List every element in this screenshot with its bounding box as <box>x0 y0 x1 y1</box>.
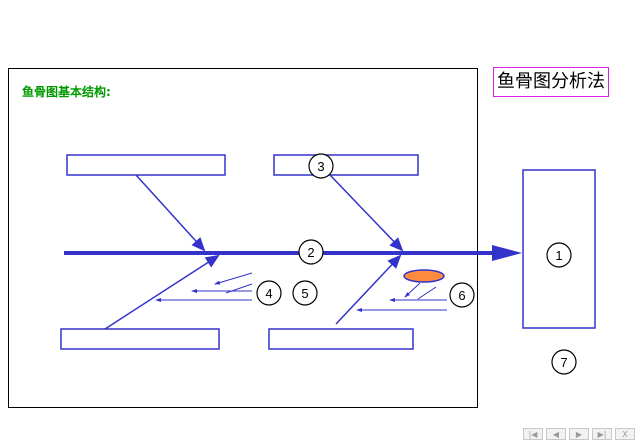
label-7-text: 7 <box>560 355 567 370</box>
highlight-oval <box>403 269 445 283</box>
last-slide-icon[interactable]: ▶| <box>592 428 612 440</box>
label-6-text: 6 <box>458 288 465 303</box>
diagram-subtitle: 鱼骨图基本结构: <box>22 85 111 99</box>
label-circle-7: 7 <box>551 349 577 375</box>
cause-box-lower-left <box>60 328 220 350</box>
label-circle-3: 3 <box>308 153 334 179</box>
label-4-text: 4 <box>265 286 272 301</box>
label-5-text: 5 <box>301 286 308 301</box>
label-1-text: 1 <box>555 248 562 263</box>
label-circle-4: 4 <box>256 280 282 306</box>
sub-cause-line <box>404 282 421 298</box>
bone-lower-left <box>104 254 220 330</box>
label-2-text: 2 <box>307 245 314 260</box>
cause-box-lower-right <box>268 328 414 350</box>
cause-box-upper-right <box>273 154 419 176</box>
label-circle-6: 6 <box>449 282 475 308</box>
previous-slide-icon[interactable]: ◀ <box>546 428 566 440</box>
bone-lower-right <box>335 254 402 325</box>
label-3-text: 3 <box>317 159 324 174</box>
diagram-frame <box>8 68 478 408</box>
close-icon[interactable]: X <box>615 428 635 440</box>
sub-cause-line <box>214 272 253 285</box>
label-circle-2: 2 <box>298 239 324 265</box>
sub-cause-line <box>225 283 253 294</box>
spine-arrowhead <box>492 245 522 261</box>
bone-upper-left <box>135 174 206 252</box>
bone-upper-right <box>329 174 404 252</box>
page-title: 鱼骨图分析法 <box>493 67 609 97</box>
sub-cause-line <box>417 286 437 300</box>
label-circle-1: 1 <box>546 242 572 268</box>
slide-navigation: |◀ ◀ ▶ ▶| X <box>523 428 635 440</box>
first-slide-icon[interactable]: |◀ <box>523 428 543 440</box>
cause-box-upper-left <box>66 154 226 176</box>
next-slide-icon[interactable]: ▶ <box>569 428 589 440</box>
label-circle-5: 5 <box>292 280 318 306</box>
